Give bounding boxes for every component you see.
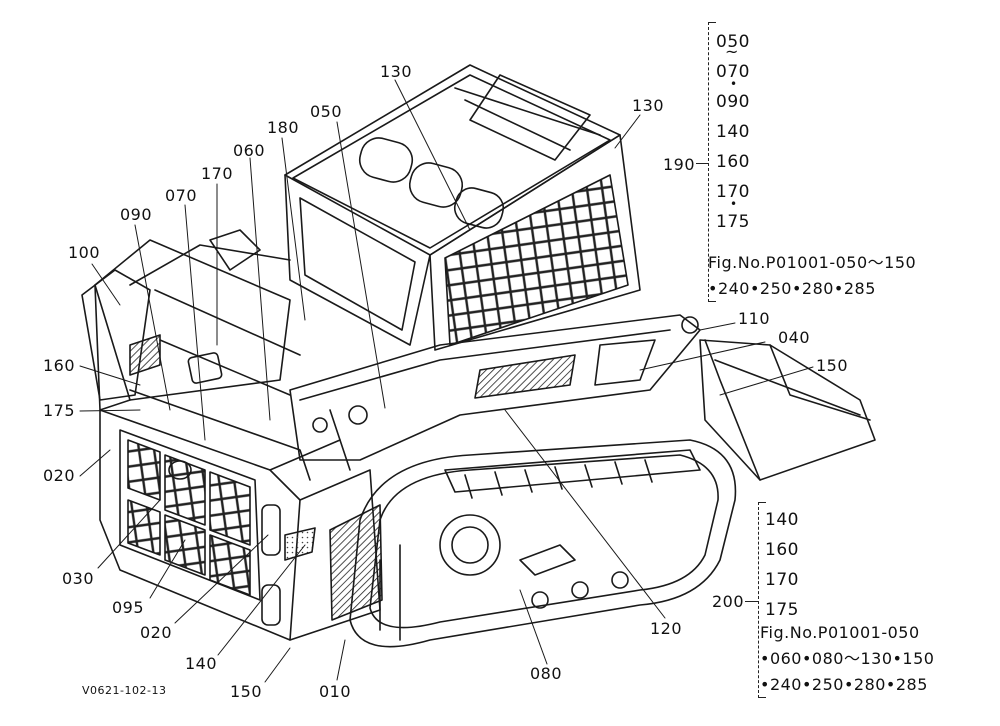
callout-100: 100 — [68, 243, 101, 262]
group-190-list: 050 ~ 070 • 090 140 160 170 • 175 — [716, 27, 750, 237]
group-200-item: 160 — [765, 540, 799, 560]
callout-130-top: 130 — [380, 62, 413, 81]
callout-040: 040 — [778, 328, 811, 347]
group-200-list: 140 160 170 175 — [765, 505, 799, 625]
callout-160: 160 — [43, 356, 76, 375]
group-190-item: 160 — [716, 152, 750, 172]
callout-120: 120 — [650, 619, 683, 638]
bracket-190 — [708, 22, 716, 302]
callout-060: 060 — [233, 141, 266, 160]
callout-095: 095 — [112, 598, 145, 617]
group-200-item: 140 — [765, 510, 799, 530]
leader-lines — [79, 79, 814, 683]
cab — [284, 64, 641, 351]
sep-mark: • — [730, 77, 738, 91]
group-200-item: 175 — [765, 600, 799, 620]
callout-090: 090 — [120, 205, 153, 224]
group-190-figref: Fig.No.P01001-050～150 •240•250•280•285 — [708, 250, 916, 302]
bracket-190-tick — [696, 163, 708, 164]
figref-190-line1: Fig.No.P01001-050～150 — [708, 253, 917, 272]
callout-070: 070 — [165, 186, 198, 205]
callout-175: 175 — [43, 401, 76, 420]
cab-safety-grid — [444, 174, 629, 346]
group-190-item: 090 — [716, 92, 750, 112]
callout-130-right: 130 — [632, 96, 665, 115]
callout-110: 110 — [738, 309, 771, 328]
figref-190-line2: •240•250•280•285 — [708, 279, 876, 298]
callout-020-bottom: 020 — [140, 623, 173, 642]
bucket — [699, 339, 876, 481]
callout-180: 180 — [267, 118, 300, 137]
rear-grille — [119, 429, 281, 626]
group-190-item: 175 — [716, 212, 750, 232]
range-mark: ~ — [725, 42, 739, 61]
callout-020-left: 020 — [43, 466, 76, 485]
sep-mark: • — [730, 197, 738, 211]
bracket-200 — [758, 502, 766, 698]
group-200-item: 170 — [765, 570, 799, 590]
callout-080: 080 — [530, 664, 563, 683]
group-190-item: 140 — [716, 122, 750, 142]
callout-190: 190 — [663, 155, 696, 174]
callout-200: 200 — [712, 592, 745, 611]
bracket-200-tick — [745, 601, 758, 602]
callout-010: 010 — [319, 682, 352, 701]
group-200-figref: Fig.No.P01001-050 •060•080～130•150 •240•… — [760, 620, 934, 698]
group-190-item: 050 — [716, 32, 750, 52]
group-190-item: 170 — [716, 182, 750, 202]
group-190-item: 070 — [716, 62, 750, 82]
callout-140: 140 — [185, 654, 218, 673]
callout-150-bottom: 150 — [230, 682, 263, 701]
drawing-code: V0621-102-13 — [82, 684, 167, 697]
callout-030: 030 — [62, 569, 95, 588]
track — [349, 439, 737, 648]
figref-200-line1: Fig.No.P01001-050 — [760, 623, 920, 642]
callout-150-right: 150 — [816, 356, 849, 375]
loader-arm — [129, 229, 701, 471]
figref-200-line3: •240•250•280•285 — [760, 675, 928, 694]
callout-050: 050 — [310, 102, 343, 121]
callout-170: 170 — [201, 164, 234, 183]
figref-200-line2: •060•080～130•150 — [760, 649, 935, 668]
